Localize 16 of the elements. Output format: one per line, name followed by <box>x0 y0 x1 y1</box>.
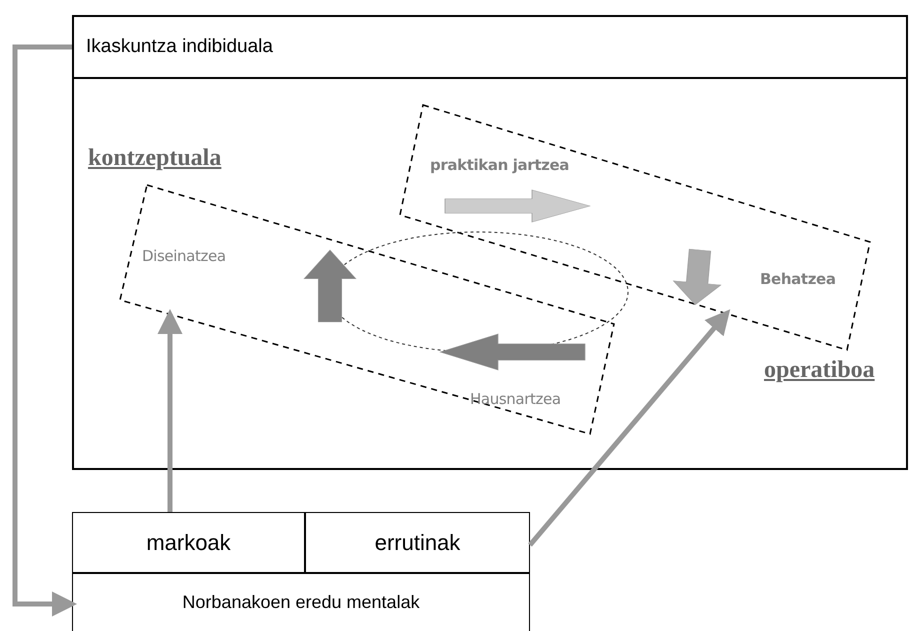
category-label: operatiboa <box>764 356 875 385</box>
dashed-region <box>398 103 872 352</box>
table-cell: Norbanakoen eredu mentalak <box>72 573 530 631</box>
dashed-region <box>118 183 618 436</box>
table-cell: markoak <box>72 512 305 573</box>
stage-label: Diseinatzea <box>142 246 226 267</box>
stage-label: Hausnartzea <box>470 389 561 410</box>
table-cell: errutinak <box>305 512 530 573</box>
arrow <box>158 309 182 512</box>
box-header: Ikaskuntza indibiduala <box>74 17 906 79</box>
outer-box <box>72 15 908 470</box>
category-label: kontzeptuala <box>88 144 222 173</box>
arrow <box>528 309 730 547</box>
stage-label: praktikan jartzea <box>430 155 570 176</box>
arrow <box>12 44 77 616</box>
stage-label: Behatzea <box>760 269 836 290</box>
